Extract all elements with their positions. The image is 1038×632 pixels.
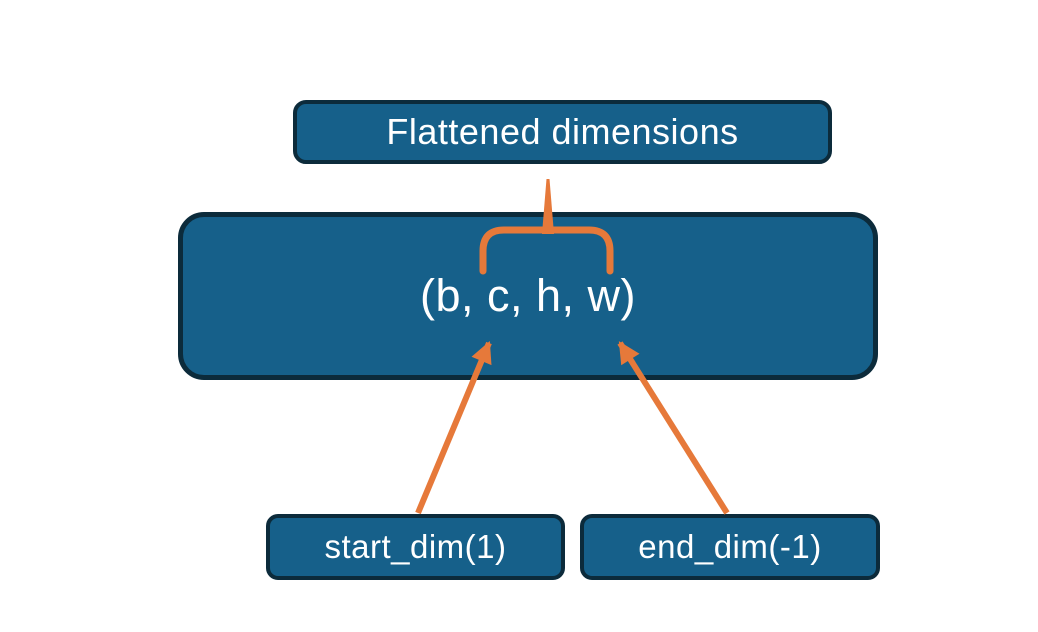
end-dim-label: end_dim(-1) xyxy=(638,528,822,565)
start-dim-box: start_dim(1) xyxy=(266,514,565,580)
end-dim-box: end_dim(-1) xyxy=(580,514,880,580)
start-dim-label: start_dim(1) xyxy=(324,528,507,565)
tensor-shape-box: (b, c, h, w) xyxy=(178,212,878,380)
tensor-shape-label: (b, c, h, w) xyxy=(419,270,637,321)
flattened-dimensions-box: Flattened dimensions xyxy=(293,100,832,164)
flattened-dimensions-label: Flattened dimensions xyxy=(386,111,739,152)
